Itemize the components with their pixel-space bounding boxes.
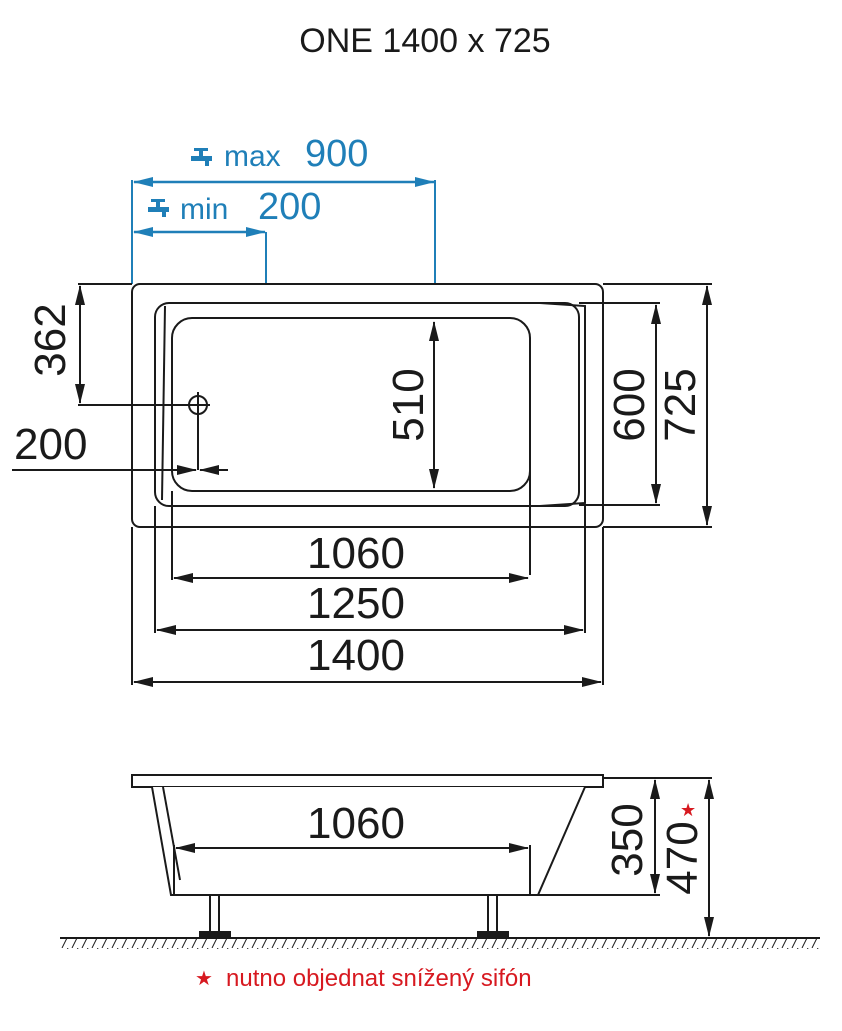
dim-bottom-length: 1060 xyxy=(307,529,405,578)
tub-inner-taper xyxy=(161,302,586,507)
tub-foot-left xyxy=(209,894,220,934)
tap-max-value: 900 xyxy=(305,133,368,175)
tub-foot-right xyxy=(487,894,498,934)
tap-icon-max xyxy=(191,148,212,166)
dim-inner-length: 1250 xyxy=(307,579,405,628)
tap-min-value: 200 xyxy=(258,186,321,228)
dim-side-depth: 350 xyxy=(603,803,652,876)
faucet-range: max 900 min 200 xyxy=(131,133,436,284)
tap-max-label: max xyxy=(224,140,281,173)
plan-view xyxy=(12,283,712,687)
dim-outer-length: 1400 xyxy=(307,631,405,680)
side-view xyxy=(60,774,820,939)
drawing-title: ONE 1400 x 725 xyxy=(299,22,550,60)
tub-bottom xyxy=(171,317,531,492)
tub-inner-rim xyxy=(154,302,580,507)
tap-min-label: min xyxy=(180,193,228,226)
dim-inner-width: 510 xyxy=(384,368,433,441)
tap-icon-min xyxy=(148,199,169,217)
dim-drain-from-top: 362 xyxy=(26,303,75,376)
dim-side-total-height: 470 xyxy=(658,821,707,894)
side-height-star-icon: ★ xyxy=(680,800,696,820)
dim-drain-from-side: 200 xyxy=(14,420,87,469)
floor-hatching xyxy=(60,939,820,949)
siphon-note: nutno objednat snížený sifón xyxy=(226,965,532,992)
dim-outer-width: 725 xyxy=(656,368,705,441)
note-star-icon: ★ xyxy=(195,968,213,990)
tub-body-side xyxy=(151,786,586,896)
dim-rim-inner-width: 600 xyxy=(605,368,654,441)
tub-rim-side xyxy=(131,774,604,788)
dim-side-bottom-length: 1060 xyxy=(307,799,405,848)
